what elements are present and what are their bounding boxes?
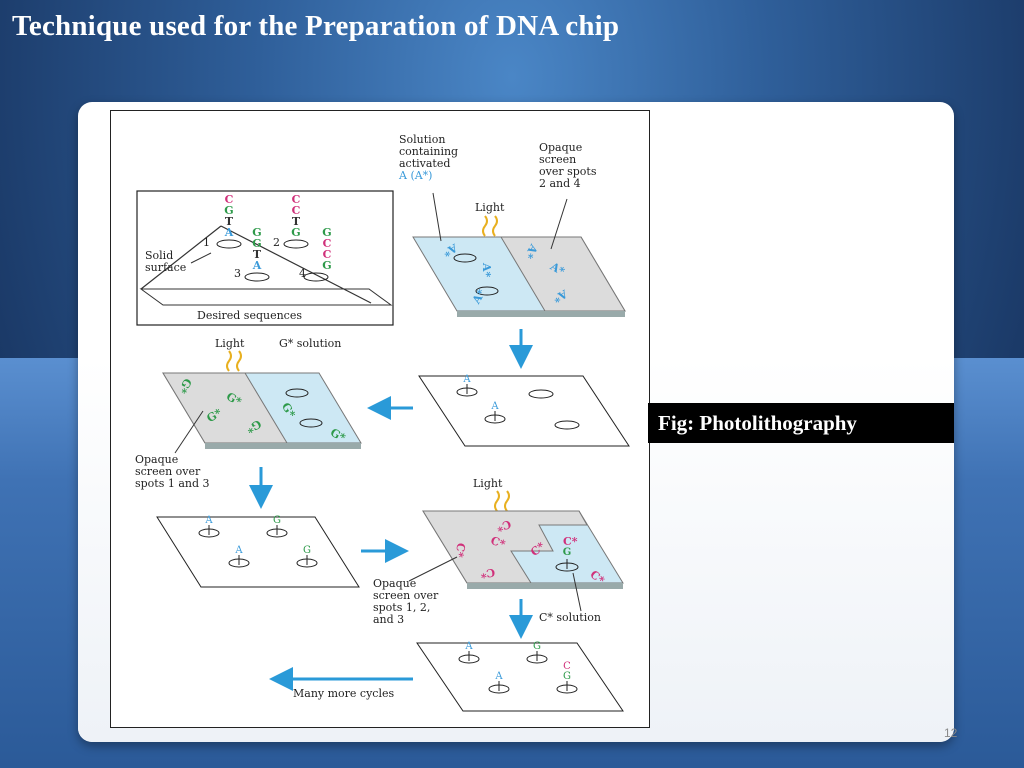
svg-text:G: G	[273, 515, 281, 526]
c-solution-label: C* solution	[539, 611, 601, 624]
page-number: 12	[944, 726, 958, 740]
desired-sequences-panel: Solid surface 1 2 3 4 C G T A C C T	[136, 190, 394, 326]
svg-text:G: G	[563, 671, 571, 682]
svg-text:2 and 4: 2 and 4	[539, 177, 581, 190]
svg-text:and 3: and 3	[373, 613, 404, 626]
svg-text:G: G	[533, 641, 541, 652]
slide-title: Technique used for the Preparation of DN…	[12, 10, 620, 42]
svg-text:screen over: screen over	[135, 465, 201, 478]
opaque-screen-1-3-label: Opaque screen over spots 1 and 3	[135, 453, 210, 490]
light-label-3: Light	[473, 477, 503, 490]
svg-text:A: A	[464, 641, 473, 652]
light-ray	[492, 215, 498, 237]
spot-3	[244, 272, 270, 282]
svg-text:Opaque: Opaque	[539, 141, 582, 154]
svg-text:screen: screen	[539, 153, 576, 166]
c-star-molecules: C* C* C* C* C* C* C*	[452, 517, 607, 587]
svg-text:C*: C*	[494, 517, 512, 534]
surface-label: surface	[145, 261, 186, 274]
svg-text:A: A	[224, 226, 234, 239]
spot-4	[303, 272, 329, 282]
svg-text:A: A	[204, 515, 213, 526]
svg-text:spots 1, 2,: spots 1, 2,	[373, 601, 430, 614]
spot-number-2: 2	[273, 236, 280, 249]
svg-text:containing: containing	[399, 145, 458, 158]
panel-g-result: A G A G	[156, 515, 360, 588]
svg-text:C*: C*	[452, 542, 467, 559]
light-ray	[482, 215, 488, 237]
svg-text:C: C	[323, 237, 332, 250]
opaque-screen-1-2-3-label: Opaque screen over spots 1, 2, and 3	[373, 577, 439, 626]
light-label-2: Light	[215, 337, 245, 350]
solution-a-label: Solution containing activated A (A*)	[398, 133, 458, 182]
svg-text:G: G	[224, 204, 233, 217]
panel-g-activation: Light G* solution G* G* G* G* G* G* Opaq…	[135, 337, 362, 490]
sequence-spot-2: C C T G	[291, 193, 301, 239]
svg-text:G: G	[303, 545, 311, 556]
figure-caption: Fig: Photolithography	[648, 403, 954, 443]
solid-surface-back-edge	[220, 225, 372, 304]
svg-text:Opaque: Opaque	[373, 577, 416, 590]
panel-a-result: A A	[418, 374, 630, 447]
svg-text:G: G	[252, 226, 261, 239]
svg-text:Opaque: Opaque	[135, 453, 178, 466]
sequence-spot-1: C G T A	[224, 193, 234, 239]
panel-a-activation: Solution containing activated A (A*) Opa…	[398, 133, 626, 317]
sequence-spot-4: G C C G	[322, 226, 331, 272]
svg-text:A: A	[234, 545, 243, 556]
svg-text:G: G	[291, 226, 300, 239]
panel-c-activation: Light C* C* C* C* C* C* C* G Opaque sc	[373, 477, 624, 626]
spot-number-1: 1	[203, 236, 210, 249]
svg-text:Solution: Solution	[399, 133, 445, 146]
svg-text:C: C	[323, 248, 332, 261]
svg-text:A: A	[490, 401, 499, 412]
svg-text:activated: activated	[399, 157, 450, 170]
photolithography-figure: Solid surface 1 2 3 4 C G T A C C T	[110, 110, 650, 728]
svg-text:T: T	[292, 215, 301, 228]
spot-1	[216, 239, 242, 249]
light-label-1: Light	[475, 201, 505, 214]
svg-text:over spots: over spots	[539, 165, 597, 178]
svg-text:C*: C*	[563, 535, 578, 548]
svg-text:C*: C*	[479, 565, 496, 580]
opaque-screen-2-4-label: Opaque screen over spots 2 and 4	[539, 141, 597, 190]
sequence-spot-3: G G T A	[252, 226, 262, 272]
svg-text:A: A	[252, 259, 262, 272]
svg-text:C*: C*	[489, 534, 507, 551]
svg-text:C: C	[292, 193, 301, 206]
panel-c-result: A G A C G	[416, 641, 624, 712]
svg-text:C: C	[563, 661, 571, 672]
svg-text:spots 1 and 3: spots 1 and 3	[135, 477, 210, 490]
desired-sequences-label: Desired sequences	[197, 309, 302, 322]
spot-number-4: 4	[299, 267, 306, 280]
svg-text:C: C	[292, 204, 301, 217]
svg-text:A: A	[494, 671, 503, 682]
g-solution-label: G* solution	[279, 337, 341, 350]
many-more-cycles-label: Many more cycles	[293, 687, 394, 700]
svg-text:G: G	[563, 547, 572, 558]
spot-2	[283, 239, 309, 249]
svg-text:T: T	[225, 215, 234, 228]
solid-label: Solid	[145, 249, 173, 262]
svg-text:A*: A*	[480, 262, 493, 278]
photolithography-diagram: Solid surface 1 2 3 4 C G T A C C T	[135, 133, 630, 712]
svg-text:C: C	[225, 193, 234, 206]
spot-number-3: 3	[234, 267, 241, 280]
svg-text:G: G	[322, 226, 331, 239]
svg-text:G: G	[252, 237, 261, 250]
svg-text:A: A	[462, 374, 471, 385]
svg-text:A (A*): A (A*)	[398, 169, 432, 182]
svg-text:screen over: screen over	[373, 589, 439, 602]
svg-text:G: G	[322, 259, 331, 272]
svg-text:T: T	[253, 248, 262, 261]
